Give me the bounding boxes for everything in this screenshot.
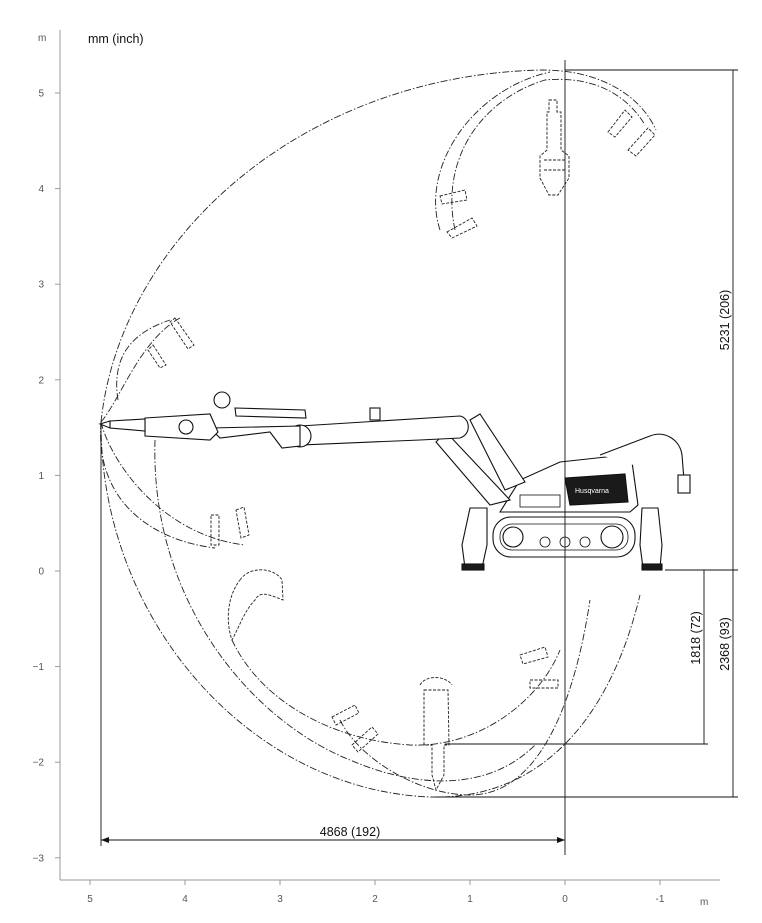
outrigger-rear <box>639 507 663 569</box>
boom-bracket <box>369 407 381 421</box>
top-breaker-detail <box>544 159 566 171</box>
top-inner-arc <box>451 78 646 231</box>
max-height-label: 5231 (206) <box>718 290 732 350</box>
y-axis-unit: m <box>38 33 46 44</box>
bottom-left-tool-1 <box>331 704 360 726</box>
body-vent <box>519 494 561 508</box>
tool-ghosts <box>147 99 656 792</box>
x-axis-ticks: 5 4 3 2 1 0 -1 <box>87 880 665 905</box>
arm-outer <box>208 425 301 449</box>
x-tick-label: 5 <box>87 894 93 905</box>
husqvarna-logo-icon: Husqvarna <box>575 488 609 495</box>
top-right-tool-1 <box>607 109 633 138</box>
y-tick-label: −1 <box>33 662 45 673</box>
left-upper-tool-1 <box>147 344 167 369</box>
cable-plug <box>677 474 691 494</box>
bottom-breaker-top <box>419 677 453 686</box>
x-tick-label: 0 <box>562 894 568 905</box>
x-tick-label: 3 <box>277 894 283 905</box>
track-wheel-front <box>502 526 524 548</box>
breaker-mount <box>178 419 194 435</box>
units-header: mm (inch) <box>88 32 144 46</box>
track-wheel-rear <box>600 525 624 549</box>
x-tick-label: 2 <box>372 894 378 905</box>
inner-lower-arc-3 <box>231 639 561 746</box>
outer-upper-arc <box>100 69 657 423</box>
boom-main <box>299 415 469 446</box>
outrigger-front-foot <box>461 563 485 571</box>
top-right-tool-2 <box>627 127 656 157</box>
left-lower-tool-1 <box>210 514 220 546</box>
left-upper-tool-2 <box>169 317 195 350</box>
depth-vertical-tool-label: 1818 (72) <box>689 611 703 665</box>
y-tick-label: 0 <box>38 567 44 578</box>
max-depth-label: 2368 (93) <box>718 617 732 671</box>
inner-lower-arc-1 <box>154 439 536 782</box>
body-panel <box>564 473 629 506</box>
max-reach-label: 4868 (192) <box>320 825 380 839</box>
track-inner <box>499 523 629 551</box>
reach-arrow-left <box>101 837 109 843</box>
outer-lower-arc <box>100 421 641 798</box>
left-lower-arc <box>100 421 246 546</box>
left-top-tool-1 <box>439 189 468 205</box>
y-tick-label: 1 <box>38 471 44 482</box>
inner-lower-arc-2 <box>339 599 591 796</box>
x-axis-unit: m <box>700 897 708 908</box>
bottom-breaker-ghost <box>423 689 450 792</box>
reach-arrow-right <box>557 837 565 843</box>
y-tick-label: 3 <box>38 280 44 291</box>
left-upper-arc <box>100 317 181 423</box>
y-axis-ticks: 5 4 3 2 1 0 −1 −2 −3 <box>33 89 60 864</box>
left-lower-arc-2 <box>100 421 216 549</box>
breaker-tip <box>98 420 111 429</box>
outrigger-rear-foot <box>641 563 663 571</box>
y-tick-label: 4 <box>38 184 44 195</box>
dimension-lines: 5231 (206) 1818 (72) 2368 (93) 4868 (192… <box>100 60 738 855</box>
top-left-arc <box>435 71 551 231</box>
top-breaker-ghost <box>539 99 570 196</box>
x-tick-label: 1 <box>467 894 473 905</box>
left-lower-tool-2 <box>235 506 250 539</box>
arm-joint <box>213 391 231 409</box>
left-small-arc <box>116 319 171 401</box>
outrigger-front <box>461 507 488 569</box>
x-tick-label: 4 <box>182 894 188 905</box>
y-tick-label: 2 <box>38 375 44 386</box>
bottom-right-tool-2 <box>529 679 559 689</box>
track-roller-1 <box>539 536 551 548</box>
y-tick-label: −2 <box>33 758 45 769</box>
left-top-tool-2 <box>446 217 478 239</box>
cable-arm <box>599 433 685 481</box>
axes: m m 5 4 3 2 1 0 −1 −2 −3 5 4 3 2 1 0 -1 <box>33 30 720 908</box>
demolition-robot: Husqvarna <box>98 391 691 571</box>
breaker-chisel <box>109 418 146 432</box>
track-roller-3 <box>579 536 591 548</box>
bottom-left-tool-2 <box>351 726 379 753</box>
bucket-ghost <box>227 569 284 642</box>
y-tick-label: 5 <box>38 89 44 100</box>
x-tick-label: -1 <box>656 894 665 905</box>
bottom-right-tool-1 <box>519 646 549 665</box>
arm-cylinder <box>234 407 307 419</box>
boom-cylinder <box>469 413 526 491</box>
y-tick-label: −3 <box>33 853 45 864</box>
reach-envelope <box>100 69 657 798</box>
